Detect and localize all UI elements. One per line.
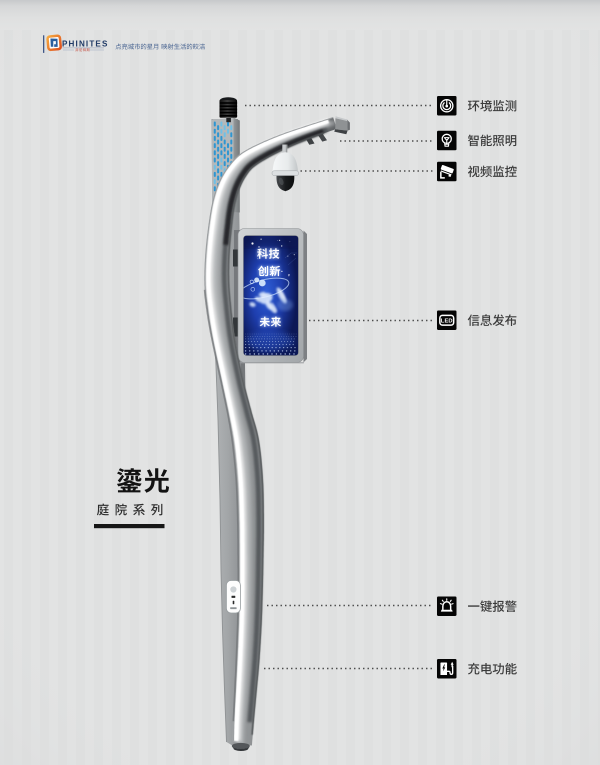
- svg-text:LED: LED: [441, 318, 453, 324]
- svg-text:PHINITES: PHINITES: [62, 39, 109, 48]
